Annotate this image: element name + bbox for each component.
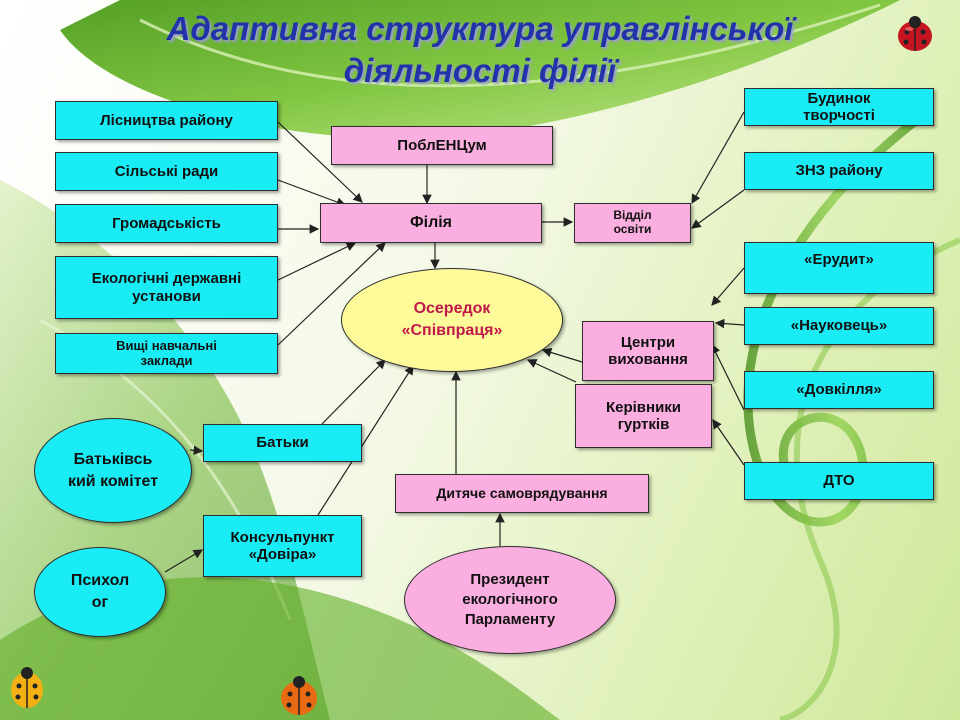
president-ellipse: Президент екологічного Парламенту: [404, 546, 616, 654]
eco-institutions-box: Екологічні державні установи: [55, 256, 278, 319]
title-line-2: діяльності філії: [343, 52, 617, 89]
club-leaders-box: Керівники гуртків: [575, 384, 712, 448]
ladybug-icon: [281, 676, 317, 715]
ladybug-icon: [11, 667, 43, 708]
parents-box: Батьки: [203, 424, 362, 462]
diagram-title: Адаптивна структура управлінської діяльн…: [90, 8, 870, 92]
forestry-box: Лісництва району: [55, 101, 278, 140]
universities-box: Вищі навчальні заклади: [55, 333, 278, 374]
community-box: Громадськість: [55, 204, 278, 243]
creativity-house-box: Будинок творчості: [744, 88, 934, 126]
branch-box: Філія: [320, 203, 542, 243]
parent-committee-ellipse: Батьківсь кий комітет: [34, 418, 192, 523]
erudyt-box: «Ерудит»: [744, 242, 934, 294]
education-dept-box: Відділ освіти: [574, 203, 691, 243]
title-line-1: Адаптивна структура управлінської: [166, 10, 794, 47]
consult-point-box: Консульпункт «Довіра»: [203, 515, 362, 577]
dovkillia-box: «Довкілля»: [744, 371, 934, 409]
center-line-2: «Співпраця»: [401, 322, 503, 339]
center-line-1: Осередок: [413, 300, 491, 318]
dto-box: ДТО: [744, 462, 934, 500]
naukovets-box: «Науковець»: [744, 307, 934, 345]
village-councils-box: Сільські ради: [55, 152, 278, 191]
center-cooperation-ellipse: Осередок «Співпраця»: [341, 268, 563, 372]
psychologist-ellipse: Психол ог: [34, 547, 166, 637]
education-centers-box: Центри виховання: [582, 321, 714, 381]
ladybug-icon: [898, 16, 932, 51]
oblency-box: ПоблЕНЦум: [331, 126, 553, 165]
schools-box: ЗНЗ району: [744, 152, 934, 190]
self-government-box: Дитяче самоврядування: [395, 474, 649, 513]
